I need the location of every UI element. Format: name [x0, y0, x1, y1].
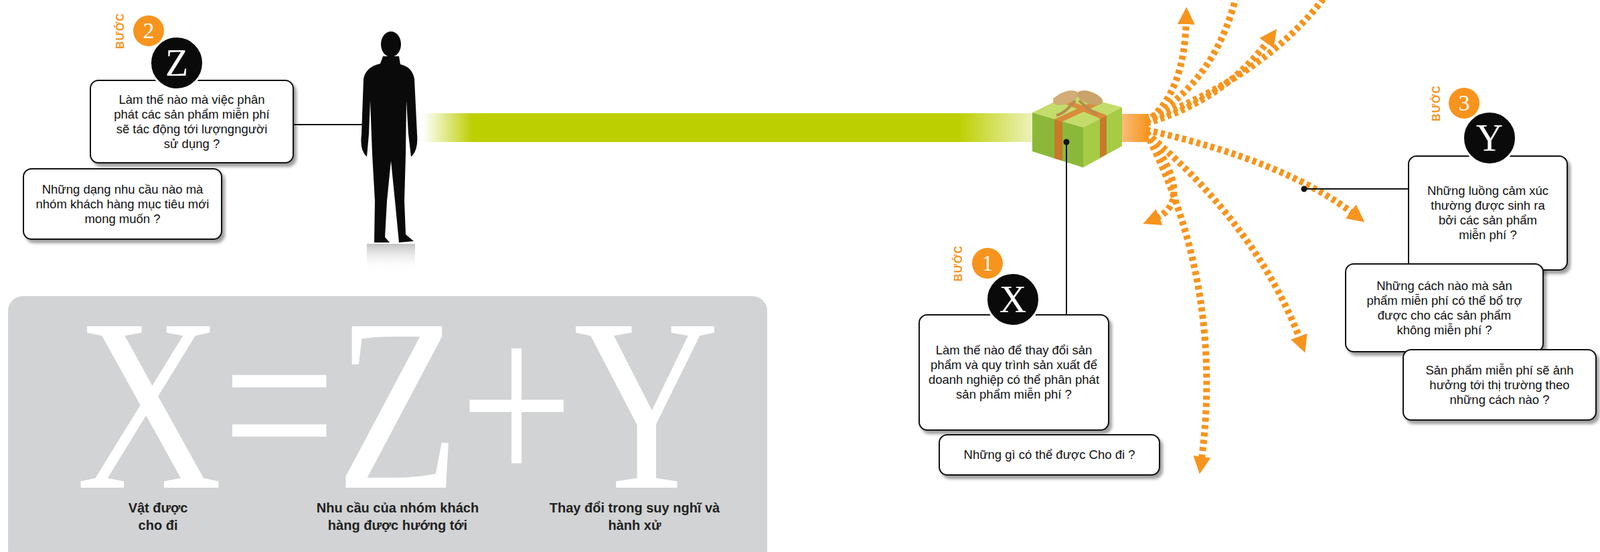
dashed-arrow [1146, 0, 1333, 121]
formula-caption: Thay đổi trong suy nghĩ và hành xử [544, 498, 726, 534]
question-text: Làm thế nào để thay đổi sản phẩm và quy … [927, 342, 1101, 402]
formula-panel: X=Z+YVật được cho điNhu cầu của nhóm khá… [8, 295, 768, 552]
step-number-text: 2 [143, 19, 155, 43]
dashed-arrow [1146, 132, 1302, 343]
green-beam [423, 113, 1045, 142]
radiating-arrows [1146, 0, 1357, 464]
question-text: Sản phẩm miễn phí sẽ ảnh hưởng tới thị t… [1415, 362, 1584, 408]
step-label: BƯỚC [1430, 85, 1443, 122]
question-box: Những gì có thể được Cho đi ? [938, 433, 1161, 476]
question-box: Làm thế nào mà việc phân phát các sản ph… [89, 79, 294, 164]
dashed-arrow [1146, 132, 1207, 464]
leader-dot [1301, 186, 1308, 193]
formula-caption: Nhu cầu của nhóm khách hàng được hướng t… [307, 498, 489, 534]
question-box: Làm thế nào để thay đổi sản phẩm và quy … [918, 313, 1110, 431]
step-number: 1 [972, 247, 1003, 279]
leader-line [1304, 188, 1409, 190]
person-head [380, 31, 402, 57]
dashed-arrow [1146, 132, 1175, 220]
formula-caption: Vật được cho đi [117, 498, 199, 534]
question-text: Làm thế nào mà việc phân phát các sản ph… [109, 92, 274, 152]
step-number-text: 1 [982, 251, 994, 275]
question-text: Những gì có thể được Cho đi ? [942, 447, 1157, 462]
gift-ribbon [1099, 115, 1107, 158]
gift-ribbon [1054, 119, 1063, 161]
gift-bow-tail [1056, 100, 1098, 116]
gift-box [1032, 87, 1123, 168]
person-body [360, 56, 418, 243]
step-number: 2 [133, 15, 165, 47]
question-text: Những dạng nhu cầu nào mà nhóm khách hàn… [34, 182, 211, 227]
step-letter: Y [1476, 119, 1503, 157]
dashed-arrow [1146, 0, 1239, 121]
gift-bow [1051, 87, 1081, 109]
step-letter: Z [165, 44, 189, 82]
question-box: Sản phẩm miễn phí sẽ ảnh hưởng tới thị t… [1402, 348, 1597, 421]
leader-line [293, 123, 367, 126]
step-number-text: 3 [1458, 91, 1471, 115]
step-number: 3 [1448, 87, 1480, 119]
question-box: Những cách nào mà sản phẩm miễn phí có t… [1344, 263, 1544, 353]
question-box: Những dạng nhu cầu nào mà nhóm khách hàn… [22, 168, 223, 240]
person-silhouette [360, 31, 418, 271]
step-label: BƯỚC [114, 12, 127, 49]
formula-text: X=Z+Y [76, 281, 720, 528]
gift-bow [1075, 87, 1105, 109]
dashed-arrow [1146, 37, 1271, 124]
leader-line [1065, 141, 1068, 315]
question-text: Những luồng cảm xúc thường được sinh ra … [1427, 183, 1550, 243]
gift-top [1032, 93, 1123, 128]
step-letter-circle: X [985, 271, 1041, 327]
step-label: BƯỚC [952, 245, 965, 282]
question-box: Những luồng cảm xúc thường được sinh ra … [1407, 155, 1568, 271]
step-letter: X [999, 280, 1027, 318]
person-reflection [366, 243, 416, 271]
step-letter-circle: Z [149, 35, 205, 91]
step-letter-circle: Y [1462, 110, 1517, 166]
leader-dot [1063, 139, 1070, 146]
question-text: Những cách nào mà sản phẩm miễn phí có t… [1362, 278, 1528, 338]
